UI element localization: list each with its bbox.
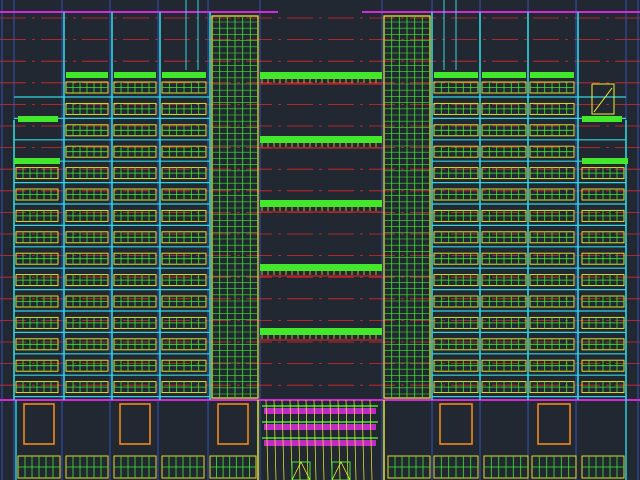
canopy-band bbox=[264, 424, 376, 430]
parapet bbox=[14, 158, 60, 164]
parapet bbox=[582, 158, 628, 164]
balcony-rail bbox=[260, 328, 382, 335]
door-swing bbox=[331, 461, 351, 480]
canopy-strut bbox=[297, 399, 301, 480]
door-frame bbox=[217, 403, 249, 445]
canopy-strut bbox=[305, 399, 309, 480]
canopy-strut bbox=[345, 399, 349, 480]
parapet bbox=[162, 72, 206, 78]
door-frame bbox=[537, 403, 571, 445]
parapet bbox=[482, 72, 526, 78]
canopy-strut bbox=[265, 399, 269, 480]
canopy-band bbox=[264, 440, 376, 446]
parapet bbox=[582, 116, 622, 122]
canopy-strut bbox=[273, 399, 277, 480]
structure-layer bbox=[0, 0, 640, 401]
canopy-strut bbox=[361, 399, 365, 480]
door-frame bbox=[119, 403, 151, 445]
canopy-band bbox=[264, 408, 376, 414]
canopy-strut bbox=[337, 399, 341, 480]
parapet bbox=[530, 72, 574, 78]
roof-feature-brace bbox=[593, 87, 613, 113]
balcony-rail bbox=[260, 136, 382, 143]
door-frame bbox=[439, 403, 473, 445]
windows-layer bbox=[14, 72, 628, 394]
balcony-rail bbox=[260, 264, 382, 271]
parapet bbox=[434, 72, 478, 78]
door-frame bbox=[23, 403, 55, 445]
parapet bbox=[66, 72, 108, 78]
door-swing bbox=[291, 461, 311, 480]
canopy-strut bbox=[369, 399, 373, 480]
parapet bbox=[114, 72, 156, 78]
center-balconies-layer bbox=[260, 72, 382, 341]
roof-feature bbox=[591, 83, 615, 115]
balcony-rail bbox=[260, 200, 382, 207]
canopy-strut bbox=[281, 399, 285, 480]
balcony-rail bbox=[260, 72, 382, 79]
ground-floor-layer bbox=[15, 399, 627, 480]
stair-core-layer bbox=[211, 15, 431, 399]
parapet bbox=[18, 116, 58, 122]
canopy-strut bbox=[321, 399, 325, 480]
canopy-strut bbox=[313, 399, 317, 480]
canopy-strut bbox=[353, 399, 357, 480]
